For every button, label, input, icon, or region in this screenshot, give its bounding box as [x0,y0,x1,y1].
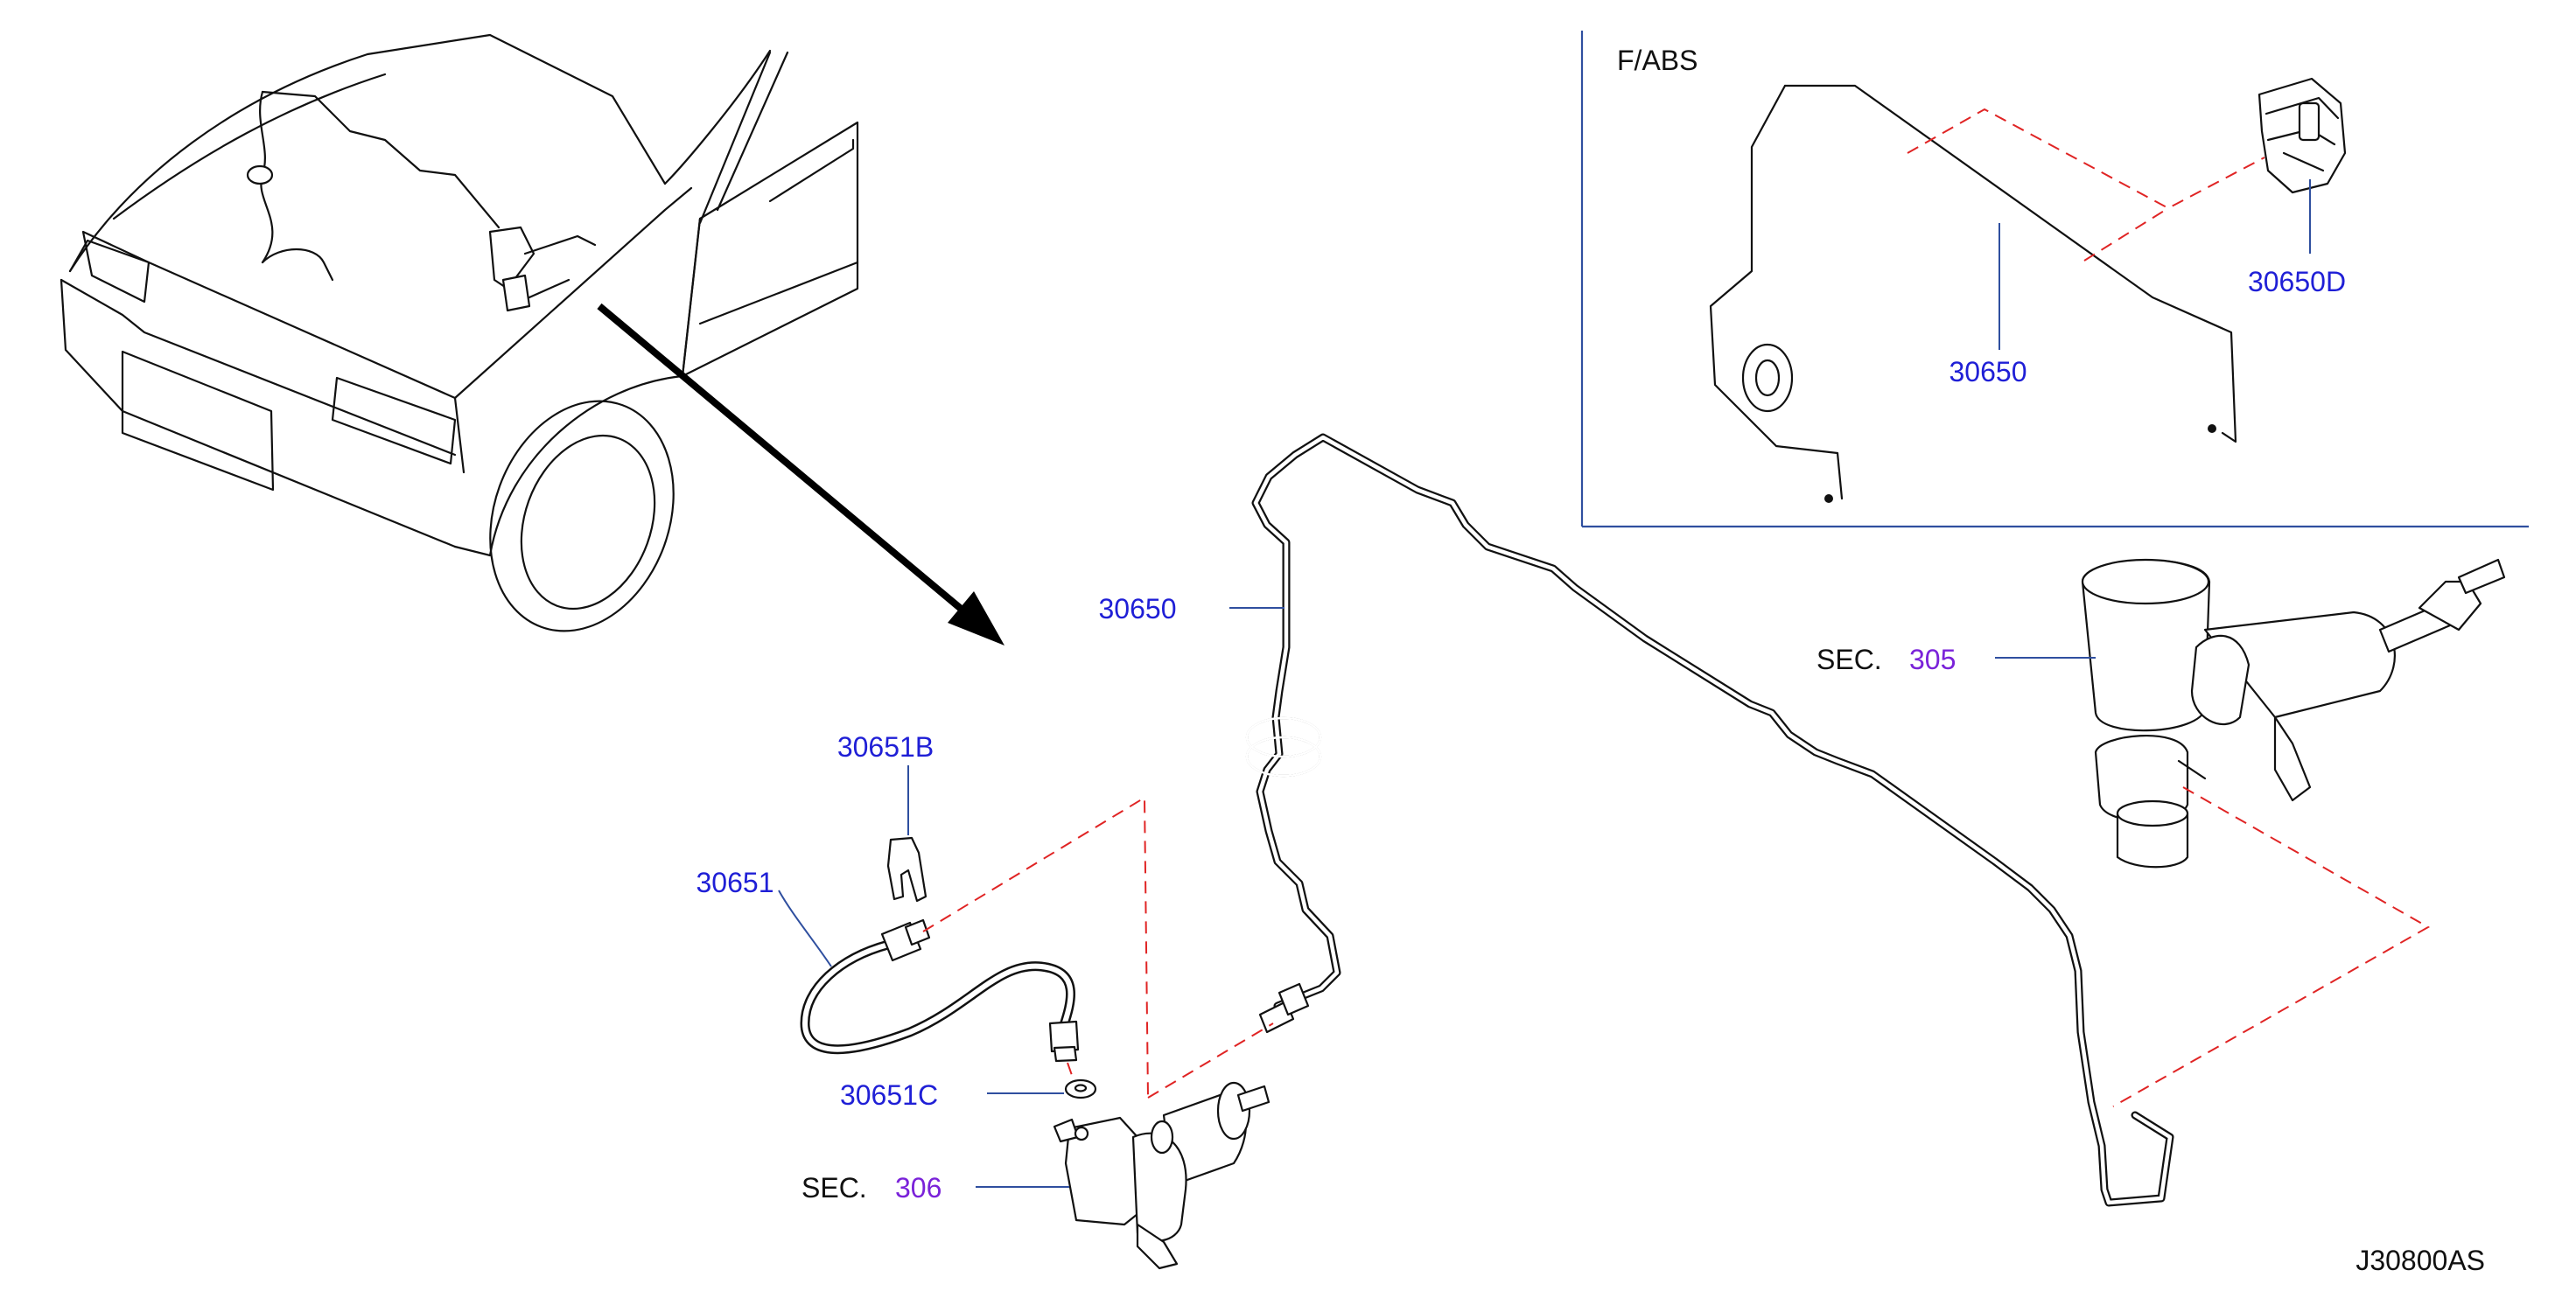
master-cylinder [2081,558,2506,869]
callout-30650D: 30650D [2248,266,2346,297]
callout-30650-main: 30650 [1099,593,1177,625]
callout-30650-inset: 30650 [1950,356,2027,387]
callout-30651: 30651 [696,867,774,898]
sec-306-prefix: SEC. [802,1172,867,1204]
inset-bracket-plate [1709,84,2237,503]
sec-305-number: 305 [1909,644,1956,675]
inset-title: F/ABS [1617,45,1698,76]
direction-arrow [597,303,1004,646]
clutch-pipe [1245,433,2174,1207]
hose-clip [886,836,928,903]
inset-frame [1580,31,2529,528]
operating-cylinder [1053,1081,1270,1270]
clutch-hose [800,918,1080,1063]
inset-clip [2258,77,2347,194]
callout-30651C: 30651C [840,1079,938,1111]
sec-306-number: 306 [895,1172,942,1204]
drawing-code: J30800AS [2356,1245,2485,1276]
sec-305-prefix: SEC. [1816,644,1882,675]
washer [1064,1078,1097,1099]
callout-30651B: 30651B [837,731,934,763]
vehicle-illustration [60,33,859,632]
